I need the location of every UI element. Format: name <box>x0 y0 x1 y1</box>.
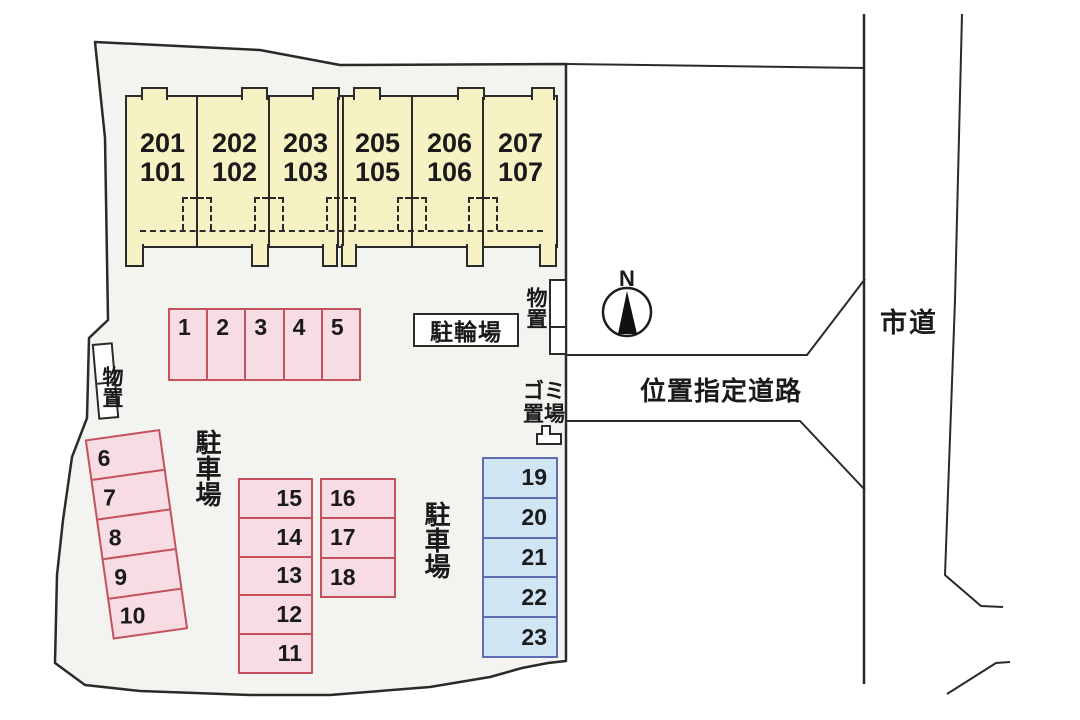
parking-space-23: 23 <box>521 623 547 650</box>
parking-space-16: 16 <box>322 480 394 520</box>
unit-divider <box>196 97 198 246</box>
parking-space-4: 4 <box>285 310 323 379</box>
entry-path-dashed-line <box>140 230 543 232</box>
city-road-east-edge <box>943 13 1004 608</box>
parking-space-3: 3 <box>246 310 285 379</box>
city-road-east-edge-lower <box>946 661 1011 695</box>
building-entry-step <box>251 244 269 267</box>
parking-space-14: 14 <box>240 519 311 558</box>
parking-space-22: 22 <box>484 578 556 619</box>
unit-number: 205 <box>354 128 401 158</box>
unit-number: 106 <box>426 157 473 187</box>
bicycle-parking-box: 駐輪場 <box>413 313 519 347</box>
compass-north-label: N <box>619 266 635 291</box>
building-entry-step <box>125 244 144 267</box>
building-roof-notch <box>312 87 340 100</box>
parking-space-18: 18 <box>330 563 356 590</box>
building-entry-step <box>539 244 557 267</box>
unit-cell-206-106: 206 106 <box>414 129 485 187</box>
storage-label-east: 物置 <box>524 287 547 329</box>
parking-space-13: 13 <box>240 558 311 597</box>
parking-space-2: 2 <box>208 310 247 379</box>
unit-number: 101 <box>139 157 186 187</box>
compass <box>601 286 653 338</box>
unit-number: 202 <box>211 128 258 158</box>
parking-space-19: 19 <box>484 459 556 499</box>
building-entry-step <box>322 244 338 267</box>
building-roof-notch <box>353 87 381 100</box>
unit-cell-202-102: 202 102 <box>199 129 270 187</box>
parking-column-center-right: 16 17 18 <box>320 478 396 598</box>
building-roof-notch <box>457 87 485 100</box>
parking-space-5: 5 <box>330 314 344 340</box>
unit-cell-201-101: 201 101 <box>127 129 198 187</box>
garbage-area-label: ゴミ 置場 <box>523 380 565 426</box>
parking-space-11: 11 <box>277 640 302 667</box>
unit-number: 207 <box>497 128 544 158</box>
unit-cell-207-107: 207 107 <box>485 129 556 187</box>
unit-divider <box>268 97 270 246</box>
unit-number: 105 <box>354 157 401 187</box>
bicycle-parking-label: 駐輪場 <box>430 319 502 345</box>
unit-divider <box>337 97 339 246</box>
city-road-label: 市道 <box>880 308 938 338</box>
unit-number: 203 <box>282 128 329 158</box>
designated-road-bottom-edge <box>566 420 866 491</box>
unit-number: 107 <box>497 157 544 187</box>
unit-divider <box>482 97 484 246</box>
parking-space-17: 17 <box>322 519 394 559</box>
parking-lot-label-east: 駐車場 <box>421 501 451 579</box>
parking-column-center-left: 15 14 13 12 11 <box>238 478 313 674</box>
unit-divider <box>411 97 413 246</box>
unit-number: 102 <box>211 157 258 187</box>
north-property-line <box>565 63 866 69</box>
entry-porch <box>397 197 427 230</box>
entry-porch <box>468 197 498 230</box>
unit-divider <box>342 97 344 246</box>
building-roof-notch <box>141 87 168 100</box>
parking-space-12: 12 <box>240 596 311 636</box>
parking-space-20: 20 <box>484 499 556 539</box>
building-entry-step <box>466 244 484 267</box>
parking-row-north: 1 2 3 4 5 <box>168 308 361 381</box>
designated-road-label: 位置指定道路 <box>640 376 803 406</box>
parking-space-21: 21 <box>484 539 556 579</box>
storage-divider <box>551 325 565 328</box>
designated-road-top-edge <box>566 278 866 356</box>
parking-column-east: 19 20 21 22 23 <box>482 457 558 658</box>
unit-number: 103 <box>282 157 329 187</box>
storage-shed-east <box>549 279 567 355</box>
unit-cell-203-103: 203 103 <box>270 129 341 187</box>
entry-porch <box>326 197 356 230</box>
apartment-building: 201 101 202 102 203 103 205 105 206 106 … <box>125 87 558 267</box>
compass-needle-icon <box>618 291 637 334</box>
building-roof-notch <box>241 87 268 100</box>
parking-space-15: 15 <box>240 480 311 519</box>
unit-number: 206 <box>426 128 473 158</box>
building-roof-notch <box>531 87 555 100</box>
entry-porch <box>182 197 212 230</box>
unit-number: 201 <box>139 128 186 158</box>
parking-lot-label-west: 駐車場 <box>192 429 222 507</box>
building-entry-step <box>341 244 357 267</box>
storage-label-west: 物置 <box>100 366 123 408</box>
entry-porch <box>254 197 284 230</box>
parking-space-1: 1 <box>170 310 209 379</box>
unit-cell-205-105: 205 105 <box>342 129 413 187</box>
